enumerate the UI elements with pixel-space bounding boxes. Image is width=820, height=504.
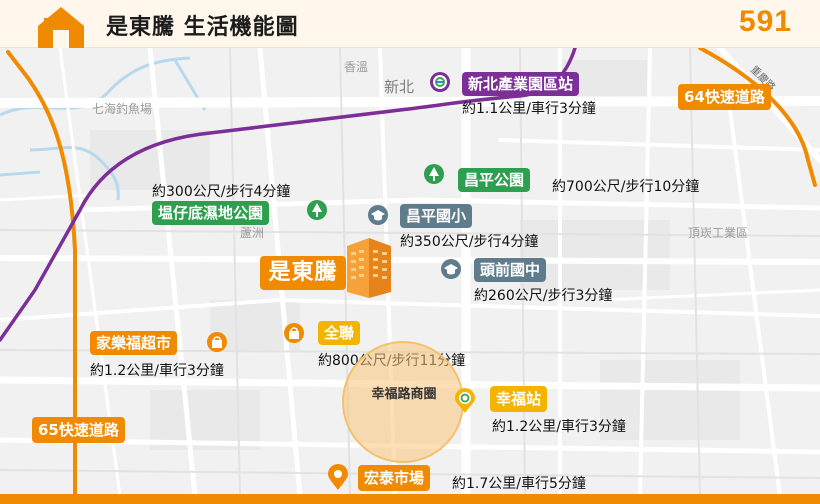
poi-label-xingfu-station[interactable]: 幸福站 xyxy=(490,386,548,412)
market-area-circle[interactable] xyxy=(342,341,464,463)
poi-label-xinbei-industrial-station[interactable]: 新北產業園區站 xyxy=(462,72,580,96)
market-area-label: 幸福路商圈 xyxy=(371,387,437,402)
poi-distance-xingfu-station: 約1.2公里/車行3分鐘 xyxy=(492,419,626,435)
place-name-lujiao: 蘆洲 xyxy=(240,226,265,240)
poi-distance-touqian-junior-high: 約260公尺/步行3分鐘 xyxy=(474,288,613,304)
brand-logo[interactable]: 591 xyxy=(738,5,792,38)
park-tree-icon xyxy=(307,200,327,220)
map-canvas[interactable]: 重慶路 香溫 新北 七海釣魚場 頂崁工業區 蘆洲 xyxy=(0,48,820,496)
place-name-fishing: 七海釣魚場 xyxy=(92,102,153,116)
poi-label-pxmart[interactable]: 全聯 xyxy=(318,321,361,345)
page-title: 是東騰 生活機能圖 xyxy=(106,15,299,40)
place-name-xinbei: 新北 xyxy=(384,78,415,96)
poi-distance-hongtai-market: 約1.7公里/車行5分鐘 xyxy=(452,476,586,492)
place-name-industrial: 頂崁工業區 xyxy=(688,226,749,240)
poi-distance-xinbei-industrial-station: 約1.1公里/車行3分鐘 xyxy=(462,101,596,117)
header-bar: 是東騰 生活機能圖 591 xyxy=(0,0,820,48)
shopping-bag-icon xyxy=(207,332,227,352)
poi-distance-carrefour: 約1.2公里/車行3分鐘 xyxy=(90,363,224,379)
poi-label-hongtai-market[interactable]: 宏泰市場 xyxy=(358,465,431,491)
bottom-accent-bar xyxy=(0,494,820,504)
poi-label-carrefour[interactable]: 家樂福超市 xyxy=(90,331,178,355)
property-building-icon[interactable] xyxy=(343,232,395,300)
highway-label-64[interactable]: 64快速道路 xyxy=(678,84,771,110)
property-name-label[interactable]: 是東騰 xyxy=(260,256,346,290)
highway-label-65[interactable]: 65快速道路 xyxy=(32,417,125,443)
poi-distance-wetland-park: 約300公尺/步行4分鐘 xyxy=(152,184,291,200)
poi-label-changping-elementary[interactable]: 昌平國小 xyxy=(400,204,473,228)
school-cap-icon xyxy=(441,259,461,279)
poi-label-wetland-park[interactable]: 塭仔底濕地公園 xyxy=(152,201,270,225)
poi-label-changping-park[interactable]: 昌平公園 xyxy=(458,168,531,192)
school-cap-icon xyxy=(368,205,388,225)
place-name-xiangwen: 香溫 xyxy=(344,60,369,74)
mrt-station-icon xyxy=(455,388,475,413)
house-logo-icon xyxy=(38,7,84,48)
poi-distance-changping-park: 約700公尺/步行10分鐘 xyxy=(552,179,700,195)
poi-label-touqian-junior-high[interactable]: 頭前國中 xyxy=(474,258,547,282)
mrt-station-icon xyxy=(430,72,450,92)
location-pin-icon xyxy=(328,464,348,490)
park-tree-icon xyxy=(424,164,444,184)
shopping-bag-icon xyxy=(284,323,304,343)
poi-distance-changping-elementary: 約350公尺/步行4分鐘 xyxy=(400,234,539,250)
